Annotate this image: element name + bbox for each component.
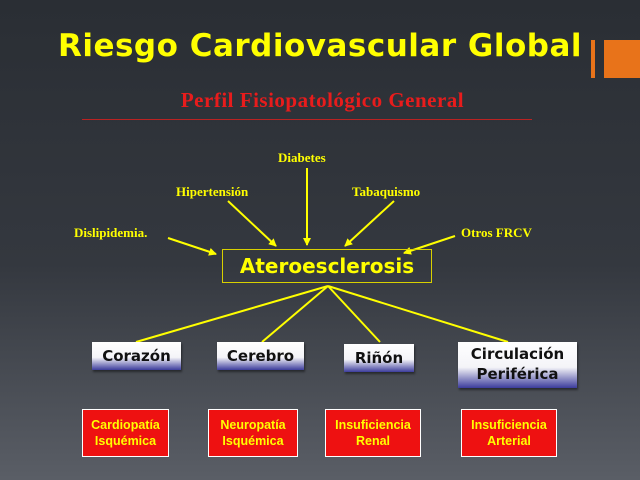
outcome-arterial-line2: Arterial [487, 434, 531, 448]
outcome-neuropatia-line2: Isquémica [222, 434, 284, 448]
outcome-cardiopatia-isquemica: Cardiopatía Isquémica [82, 409, 169, 457]
outcome-cardiopatia-line1: Cardiopatía [91, 418, 160, 432]
link-cerebro [261, 285, 329, 343]
risk-dislipidemia: Dislipidemia. [74, 225, 148, 240]
risk-hipertension: Hipertensión [176, 184, 249, 199]
risk-diabetes: Diabetes [278, 150, 326, 165]
outcome-arterial-line1: Insuficiencia [471, 418, 547, 432]
arrow-dislipidemia [167, 237, 217, 256]
outcome-insuficiencia-renal: Insuficiencia Renal [325, 409, 421, 457]
slide-subtitle: Perfil Fisiopatológico General [180, 88, 465, 112]
subtitle-underline [82, 119, 532, 120]
orange-accent-bar [591, 40, 595, 78]
outcome-insuficiencia-arterial: Insuficiencia Arterial [461, 409, 557, 457]
outcome-renal-line2: Renal [355, 434, 391, 448]
organ-circulacion-periferica: Circulación Periférica [458, 342, 577, 388]
risk-tabaquismo: Tabaquismo [352, 184, 421, 199]
central-node-ateroesclerosis: Ateroesclerosis [222, 249, 432, 283]
arrow-otros [403, 235, 456, 255]
organ-circulacion-line1: Circulación [470, 345, 565, 363]
organ-circulacion-line2: Periférica [476, 365, 559, 383]
organ-rinon: Riñón [344, 344, 414, 372]
arrow-hipertension [227, 200, 277, 247]
organ-corazon: Corazón [92, 342, 181, 370]
link-corazon [135, 285, 329, 343]
slide-title: Riesgo Cardiovascular Global [57, 28, 583, 64]
arrow-tabaquismo [344, 200, 395, 247]
orange-accent-block [604, 40, 640, 78]
outcome-renal-line1: Insuficiencia [335, 418, 411, 432]
link-rinon [327, 285, 381, 343]
organ-cerebro: Cerebro [217, 342, 304, 370]
outcome-neuropatia-line1: Neuropatía [220, 418, 286, 432]
outcome-neuropatia-isquemica: Neuropatía Isquémica [208, 409, 298, 457]
outcome-cardiopatia-line2: Isquémica [94, 434, 157, 448]
link-circulacion [327, 285, 509, 343]
risk-otros-frcv: Otros FRCV [461, 225, 532, 240]
